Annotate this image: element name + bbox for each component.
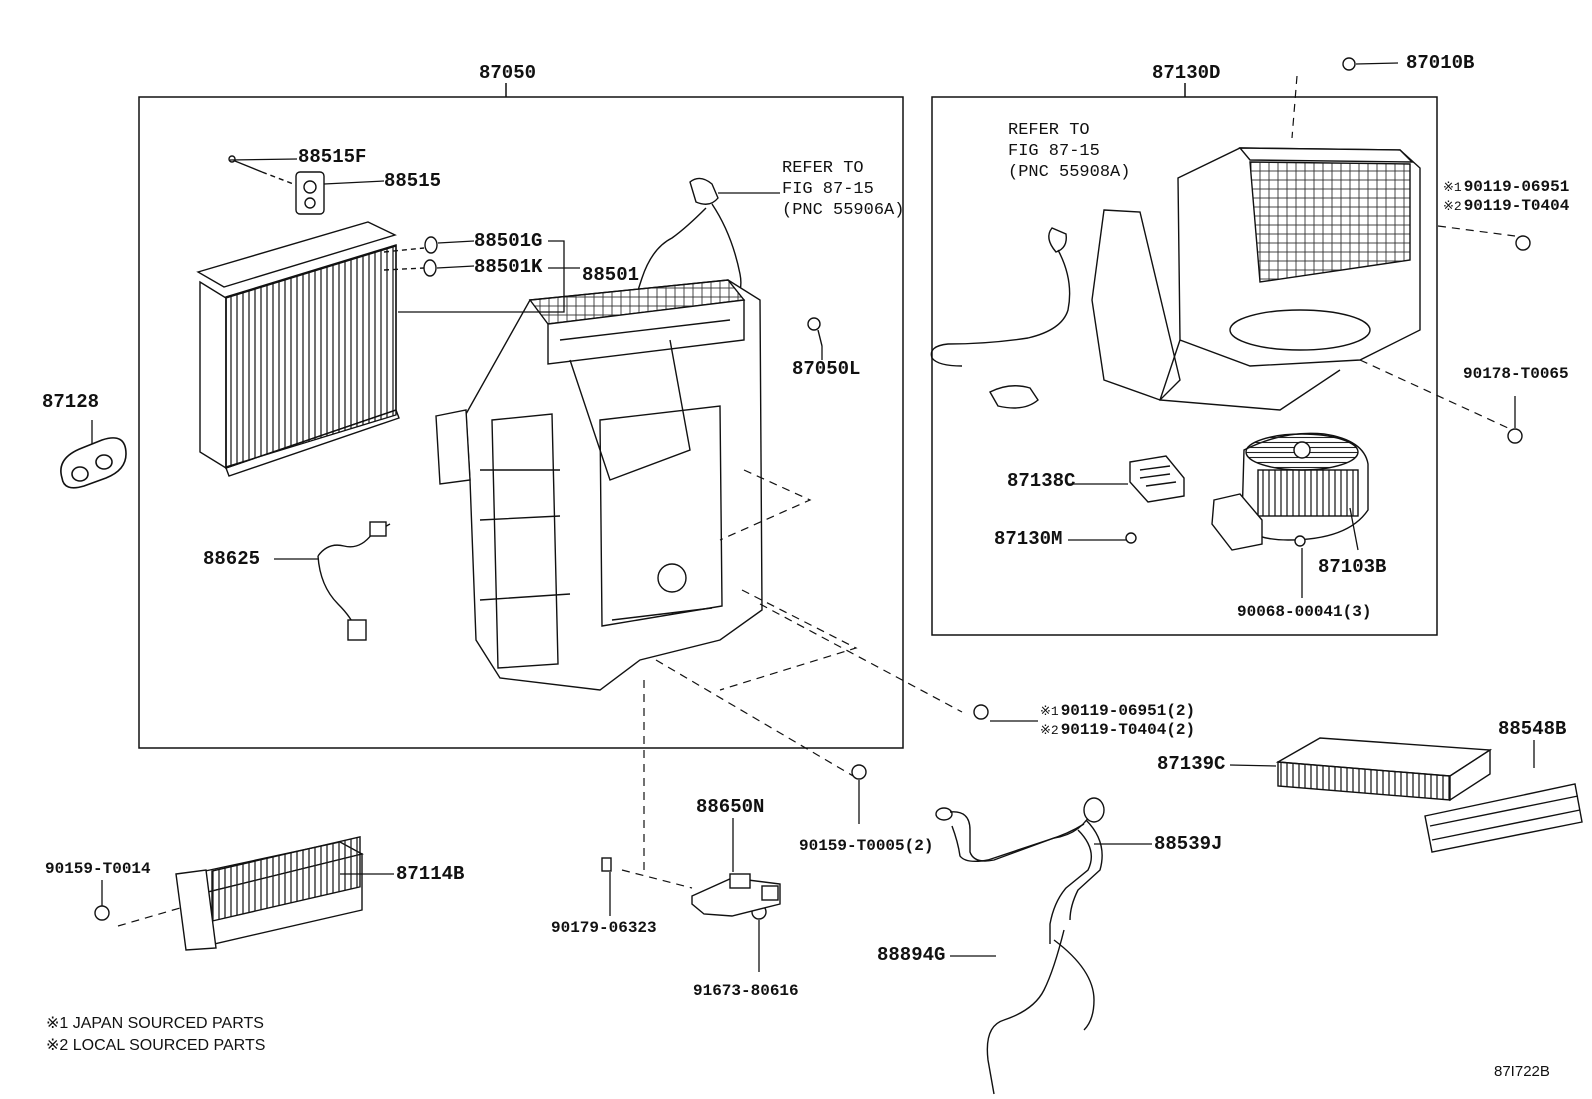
- part-label-90159-T0005[interactable]: 90159-T0005(2): [799, 837, 934, 855]
- filter-cover-drawing: [1424, 783, 1583, 853]
- part-label-87139C[interactable]: 87139C: [1157, 753, 1226, 775]
- blower-motor-drawing: [1211, 432, 1369, 551]
- heater-unit-frame: [138, 96, 904, 749]
- o-rings-drawing: [383, 236, 438, 277]
- group-label-blower-unit: 87130D: [1152, 62, 1221, 84]
- part-label-87130M[interactable]: 87130M: [994, 528, 1063, 550]
- heater-case-drawing: [435, 279, 763, 691]
- part-label-87050L[interactable]: 87050L: [792, 358, 861, 380]
- part-label-90159-T0014[interactable]: 90159-T0014: [45, 860, 151, 878]
- duct-drawing: [935, 797, 1105, 1095]
- part-label-88501[interactable]: 88501: [582, 264, 640, 286]
- washer-90178: [1507, 428, 1523, 444]
- part-label-90179-06323[interactable]: 90179-06323: [551, 919, 657, 937]
- blower-case-drawing: [1091, 147, 1421, 411]
- air-filter-drawing: [1275, 737, 1493, 802]
- screw-90068: [1294, 535, 1306, 547]
- bolt-90119-unit: [973, 704, 989, 720]
- reference-note-heater-harness: REFER TO FIG 87-15 (PNC 55906A): [782, 159, 905, 220]
- part-label-91673-80616[interactable]: 91673-80616: [693, 982, 799, 1000]
- thermistor-drawing: [317, 521, 391, 641]
- resistor-drawing: [1129, 455, 1185, 503]
- group-label-heater-unit: 87050: [479, 62, 537, 84]
- screw-87050L-drawing: [807, 317, 823, 347]
- part-label-88625[interactable]: 88625: [203, 548, 261, 570]
- clip-90179: [601, 857, 612, 872]
- screw-87010B: [1342, 57, 1356, 71]
- part-label-87103B[interactable]: 87103B: [1318, 556, 1387, 578]
- gasket-drawing: [60, 437, 127, 489]
- harness-blower-drawing: [930, 227, 1071, 409]
- screw-87130M: [1125, 532, 1137, 544]
- footnote-local-sourced: ※2 LOCAL SOURCED PARTS: [46, 1037, 266, 1054]
- part-label-88548B[interactable]: 88548B: [1498, 718, 1567, 740]
- part-label-87138C[interactable]: 87138C: [1007, 470, 1076, 492]
- part-label-88515[interactable]: 88515: [384, 170, 442, 192]
- footnote-japan-sourced: ※1 JAPAN SOURCED PARTS: [46, 1015, 264, 1032]
- heater-core-drawing: [175, 836, 364, 951]
- bracket-88650N-drawing: [691, 873, 781, 917]
- bolt-90159-T0005: [851, 764, 867, 780]
- part-label-87114B[interactable]: 87114B: [396, 863, 465, 885]
- part-label-90178-T0065[interactable]: 90178-T0065: [1463, 365, 1569, 383]
- part-label-88894G[interactable]: 88894G: [877, 944, 946, 966]
- screw-90119-blower: [1515, 235, 1531, 251]
- screw-90159-T0014: [94, 905, 110, 921]
- part-label-88515F[interactable]: 88515F: [298, 146, 367, 168]
- evaporator-drawing: [196, 221, 400, 477]
- figure-code: 87I722B: [1494, 1063, 1550, 1080]
- part-label-88539J[interactable]: 88539J: [1154, 833, 1223, 855]
- reference-note-blower-harness: REFER TO FIG 87-15 (PNC 55908A): [1008, 121, 1131, 182]
- part-label-90068-00041[interactable]: 90068-00041(3): [1237, 603, 1372, 621]
- part-label-87128[interactable]: 87128: [42, 391, 100, 413]
- part-label-88650N[interactable]: 88650N: [696, 796, 765, 818]
- part-label-88501G[interactable]: 88501G: [474, 230, 543, 252]
- expansion-valve-drawing: [228, 155, 325, 215]
- part-label-88501K[interactable]: 88501K: [474, 256, 543, 278]
- part-label-87010B[interactable]: 87010B: [1406, 52, 1475, 74]
